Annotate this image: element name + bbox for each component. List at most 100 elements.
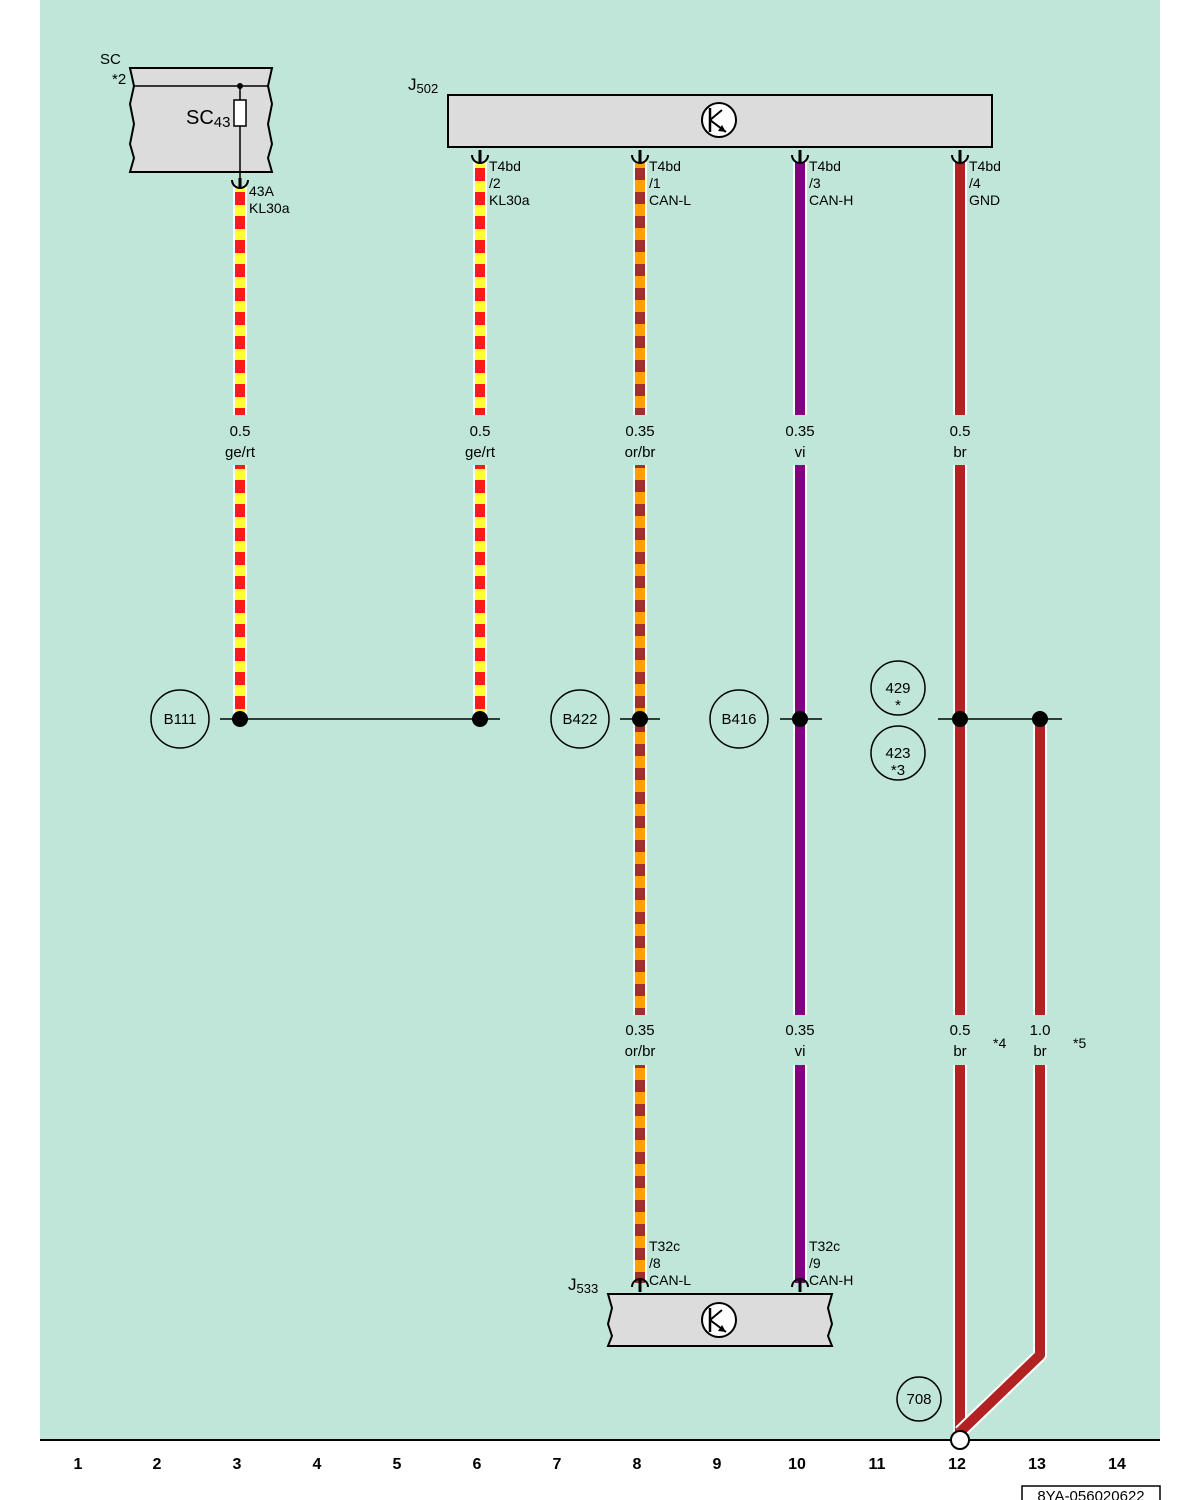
- svg-text:12: 12: [948, 1456, 966, 1473]
- svg-text:7: 7: [553, 1456, 562, 1473]
- svg-text:T32c: T32c: [649, 1238, 680, 1254]
- svg-text:*5: *5: [1073, 1035, 1086, 1051]
- junction-dots: [232, 711, 1048, 727]
- svg-text:*: *: [895, 697, 901, 714]
- svg-text:CAN-H: CAN-H: [809, 192, 853, 208]
- svg-text:br: br: [1033, 1043, 1046, 1060]
- svg-text:2: 2: [153, 1456, 162, 1473]
- svg-text:0.35: 0.35: [785, 423, 814, 440]
- svg-text:ge/rt: ge/rt: [465, 444, 496, 461]
- svg-text:4: 4: [313, 1456, 322, 1473]
- svg-text:0.35: 0.35: [625, 423, 654, 440]
- j502-pin-label-kl30a: T4bd /2 KL30a: [489, 158, 530, 208]
- svg-text:13: 13: [1028, 1456, 1046, 1473]
- diagram-background: [40, 0, 1160, 1440]
- connection-point-708: 708: [896, 1376, 942, 1422]
- svg-text:/4: /4: [969, 175, 981, 191]
- svg-text:T4bd: T4bd: [649, 158, 681, 174]
- pin-connectors: [231, 150, 969, 1292]
- wire-col13-br: [955, 720, 1047, 1438]
- document-id: 8YA-056020622: [1021, 1485, 1161, 1500]
- svg-text:vi: vi: [795, 444, 806, 461]
- svg-text:CAN-L: CAN-L: [649, 1272, 691, 1288]
- svg-text:708: 708: [906, 1391, 931, 1408]
- svg-text:9: 9: [713, 1456, 722, 1473]
- svg-text:or/br: or/br: [625, 1043, 656, 1060]
- svg-text:0.5: 0.5: [950, 423, 971, 440]
- j533-control-unit: J533: [568, 1275, 834, 1347]
- wire-col12-br: [953, 162, 967, 1432]
- control-unit-icon: [701, 102, 737, 138]
- column-numbers: 1 2 3 4 5 6 7 8 9 10 11 12 13 14: [74, 1456, 1126, 1473]
- svg-text:KL30a: KL30a: [489, 192, 530, 208]
- svg-text:43A: 43A: [249, 183, 275, 199]
- svg-text:CAN-H: CAN-H: [809, 1272, 853, 1288]
- svg-text:T4bd: T4bd: [489, 158, 521, 174]
- connection-point-423: 423 *3: [870, 725, 926, 781]
- svg-text:10: 10: [788, 1456, 806, 1473]
- svg-text:0.5: 0.5: [470, 423, 491, 440]
- fuse-label: SC43: [186, 107, 230, 131]
- connection-point-b422: B422: [550, 689, 610, 749]
- connection-point-b416: B416: [709, 689, 769, 749]
- connection-point-429: 429 *: [870, 660, 926, 716]
- svg-text:B422: B422: [562, 711, 597, 728]
- svg-text:T32c: T32c: [809, 1238, 840, 1254]
- svg-text:T4bd: T4bd: [809, 158, 841, 174]
- svg-text:B416: B416: [721, 711, 756, 728]
- wire-col3-ge-rt: [233, 187, 247, 720]
- svg-text:br: br: [953, 1043, 966, 1060]
- j502-pin-label-can-h: T4bd /3 CAN-H: [809, 158, 853, 208]
- svg-text:KL30a: KL30a: [249, 200, 290, 216]
- j502-pin-label-can-l: T4bd /1 CAN-L: [649, 158, 691, 208]
- svg-text:/2: /2: [489, 175, 501, 191]
- svg-text:B111: B111: [164, 711, 197, 728]
- svg-text:3: 3: [233, 1456, 242, 1473]
- svg-text:429: 429: [885, 680, 910, 697]
- svg-text:0.35: 0.35: [785, 1022, 814, 1039]
- svg-text:*4: *4: [993, 1035, 1006, 1051]
- wire-col10-vi: [793, 162, 807, 1283]
- j502-pin-label-gnd: T4bd /4 GND: [969, 158, 1001, 208]
- wire-col6-ge-rt: [473, 162, 487, 720]
- svg-text:0.5: 0.5: [230, 423, 251, 440]
- svg-text:ge/rt: ge/rt: [225, 444, 256, 461]
- svg-text:/3: /3: [809, 175, 821, 191]
- svg-text:/1: /1: [649, 175, 661, 191]
- ground-terminal-icon: [950, 1430, 970, 1450]
- svg-text:*3: *3: [891, 762, 905, 779]
- control-unit-icon: [701, 1302, 737, 1338]
- wire-label-upper: 0.5 ge/rt 0.5 ge/rt 0.35 or/br 0.35 vi 0…: [225, 423, 970, 461]
- svg-text:5: 5: [393, 1456, 402, 1473]
- svg-text:8YA-056020622: 8YA-056020622: [1037, 1488, 1144, 1500]
- svg-text:or/br: or/br: [625, 444, 656, 461]
- svg-text:0.35: 0.35: [625, 1022, 654, 1039]
- svg-text:14: 14: [1108, 1456, 1126, 1473]
- svg-text:CAN-L: CAN-L: [649, 192, 691, 208]
- sc-pin-label: 43A KL30a: [249, 183, 290, 216]
- sc-box-label: SC: [100, 51, 121, 68]
- j533-pin-label-can-h: T32c /9 CAN-H: [809, 1238, 853, 1288]
- svg-text:423: 423: [885, 745, 910, 762]
- connection-point-b111: B111: [150, 689, 210, 749]
- j502-label: J502: [408, 75, 438, 96]
- j502-control-unit: J502: [408, 75, 993, 148]
- svg-text:vi: vi: [795, 1043, 806, 1060]
- svg-text:1.0: 1.0: [1030, 1022, 1051, 1039]
- fuse-icon: [233, 99, 247, 127]
- sc-fuse-box: SC *2 SC43: [100, 51, 274, 180]
- j533-pin-label-can-l: T32c /8 CAN-L: [649, 1238, 691, 1288]
- sc-box-note: *2: [112, 71, 126, 88]
- wire-col8-or-br: [633, 162, 647, 1283]
- j533-label: J533: [568, 1275, 598, 1296]
- svg-text:8: 8: [633, 1456, 642, 1473]
- svg-text:11: 11: [869, 1456, 886, 1473]
- svg-text:/9: /9: [809, 1255, 821, 1271]
- svg-text:/8: /8: [649, 1255, 661, 1271]
- svg-text:0.5: 0.5: [950, 1022, 971, 1039]
- wire-label-lower: 0.35 or/br 0.35 vi 0.5 br *4 1.0 br *5: [625, 1022, 1087, 1060]
- svg-text:GND: GND: [969, 192, 1000, 208]
- svg-text:br: br: [953, 444, 966, 461]
- svg-text:6: 6: [473, 1456, 482, 1473]
